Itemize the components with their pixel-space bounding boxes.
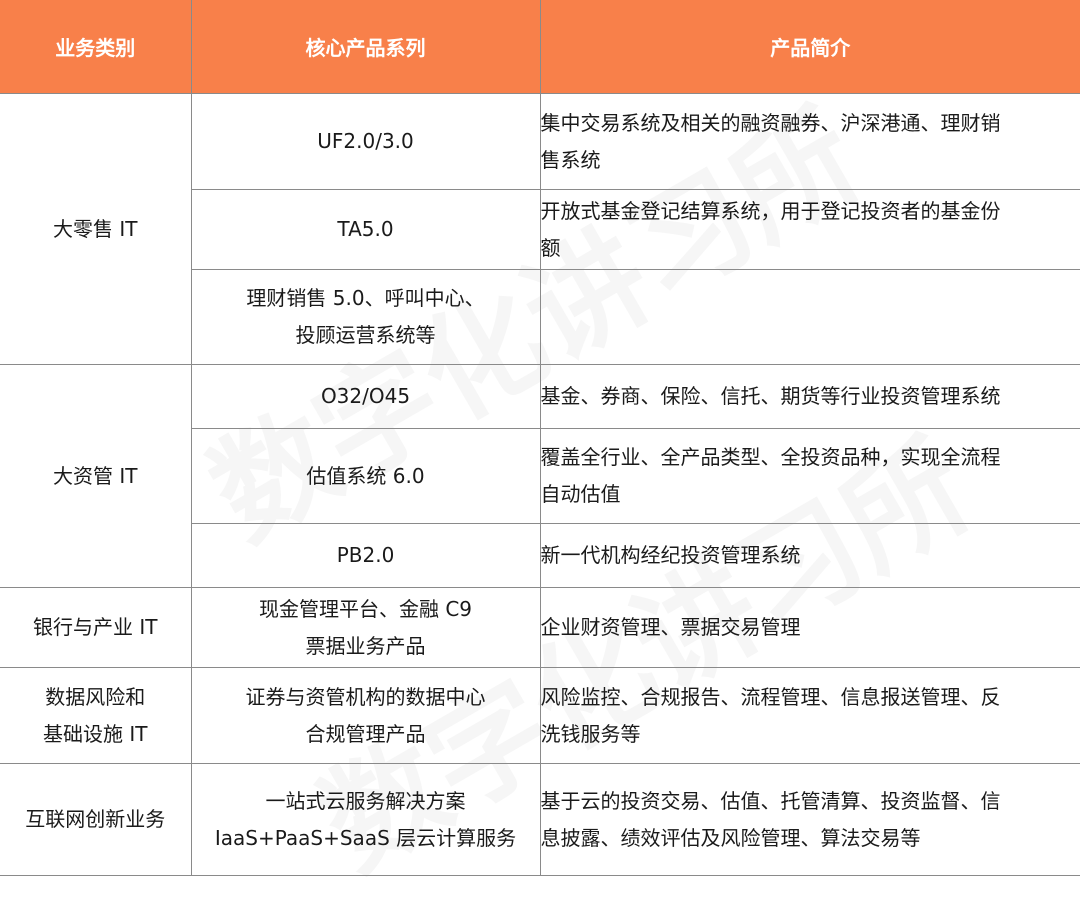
product-cell: O32/O45 — [190, 364, 541, 429]
table-row: 大零售 IT UF2.0/3.0 集中交易系统及相关的融资融券、沪深港通、理财销… — [0, 93, 1080, 365]
table-row: PB2.0 新一代机构经纪投资管理系统 — [0, 523, 1080, 588]
description-cell: 基金、券商、保险、信托、期货等行业投资管理系统 — [539, 364, 1080, 429]
table-row: 理财销售 5.0、呼叫中心、投顾运营系统等 — [0, 269, 1080, 365]
product-cell: 理财销售 5.0、呼叫中心、投顾运营系统等 — [191, 269, 541, 365]
category-cell: 银行与产业 IT — [0, 587, 192, 668]
description-cell: 集中交易系统及相关的融资融券、沪深港通、理财销售系统 — [539, 93, 1080, 190]
description-cell: 新一代机构经纪投资管理系统 — [539, 523, 1080, 588]
description-cell: 覆盖全行业、全产品类型、全投资品种，实现全流程自动估值 — [539, 428, 1080, 524]
category-cell: 大零售 IT — [0, 93, 192, 365]
header-category: 业务类别 — [0, 0, 192, 94]
description-cell: 企业财资管理、票据交易管理 — [539, 587, 1080, 668]
description-cell: 风险监控、合规报告、流程管理、信息报送管理、反洗钱服务等 — [539, 667, 1080, 764]
description-cell — [539, 269, 1080, 365]
business-table: 业务类别 核心产品系列 产品简介 大零售 IT UF2.0/3.0 集中交易系统… — [0, 0, 1080, 876]
category-cell: 互联网创新业务 — [0, 763, 192, 876]
table-row: 大资管 IT O32/O45 基金、券商、保险、信托、期货等行业投资管理系统 — [0, 364, 1080, 588]
product-cell: TA5.0 — [191, 189, 541, 270]
table-row: 估值系统 6.0 覆盖全行业、全产品类型、全投资品种，实现全流程自动估值 — [0, 428, 1080, 524]
table-row: TA5.0 开放式基金登记结算系统，用于登记投资者的基金份额 — [0, 189, 1080, 270]
product-cell: UF2.0/3.0 — [190, 93, 541, 190]
table-row: 数据风险和基础设施 IT 证券与资管机构的数据中心合规管理产品 风险监控、合规报… — [0, 667, 1080, 764]
category-cell: 大资管 IT — [0, 364, 192, 588]
description-cell: 基于云的投资交易、估值、托管清算、投资监督、信息披露、绩效评估及风险管理、算法交… — [539, 763, 1080, 876]
header-description: 产品简介 — [539, 0, 1080, 94]
product-cell: 证券与资管机构的数据中心合规管理产品 — [190, 667, 541, 764]
description-cell: 开放式基金登记结算系统，用于登记投资者的基金份额 — [539, 189, 1080, 270]
product-cell: PB2.0 — [191, 523, 541, 588]
table-header-row: 业务类别 核心产品系列 产品简介 — [0, 0, 1080, 94]
product-cell: 估值系统 6.0 — [191, 428, 541, 524]
header-product: 核心产品系列 — [190, 0, 541, 94]
category-cell: 数据风险和基础设施 IT — [0, 667, 192, 764]
